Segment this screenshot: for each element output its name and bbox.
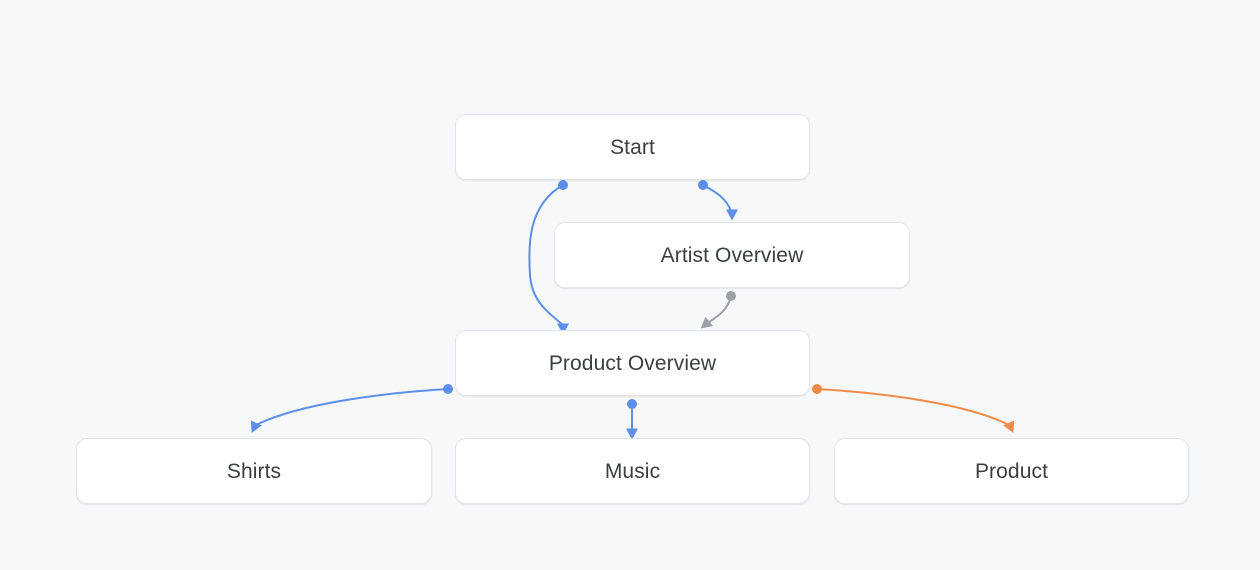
edge-arrowhead: [1003, 420, 1015, 433]
edge-product-overview-to-product[interactable]: [812, 384, 1019, 436]
node-label: Music: [604, 459, 661, 483]
node-shirts[interactable]: Shirts: [76, 438, 432, 504]
node-product[interactable]: Product: [834, 438, 1189, 504]
edge-source-handle[interactable]: [443, 384, 453, 394]
node-artist-overview[interactable]: Artist Overview: [554, 222, 910, 288]
edge-product-overview-to-music[interactable]: [626, 399, 638, 440]
node-label: Product: [974, 459, 1049, 483]
node-label: Start: [610, 135, 655, 159]
node-product-overview[interactable]: Product Overview: [455, 330, 810, 396]
edge-source-handle[interactable]: [698, 180, 708, 190]
edge-path: [708, 295, 732, 323]
edge-arrowhead: [250, 420, 262, 433]
edge-arrowhead: [726, 209, 738, 221]
node-start[interactable]: Start: [455, 114, 810, 180]
node-music[interactable]: Music: [455, 438, 810, 504]
node-label: Product Overview: [548, 351, 717, 375]
edge-artist-overview-to-product-overview[interactable]: [697, 291, 736, 333]
edge-product-overview-to-shirts[interactable]: [246, 384, 453, 436]
edge-path: [816, 388, 1008, 425]
edge-path: [702, 184, 732, 212]
edge-path: [257, 388, 449, 425]
edge-source-handle[interactable]: [627, 399, 637, 409]
node-label: Shirts: [226, 459, 282, 483]
edge-source-handle[interactable]: [726, 291, 736, 301]
edge-start-to-artist-overview[interactable]: [698, 180, 738, 221]
node-label: Artist Overview: [660, 243, 804, 267]
edge-source-handle[interactable]: [812, 384, 822, 394]
edge-source-handle[interactable]: [558, 180, 568, 190]
